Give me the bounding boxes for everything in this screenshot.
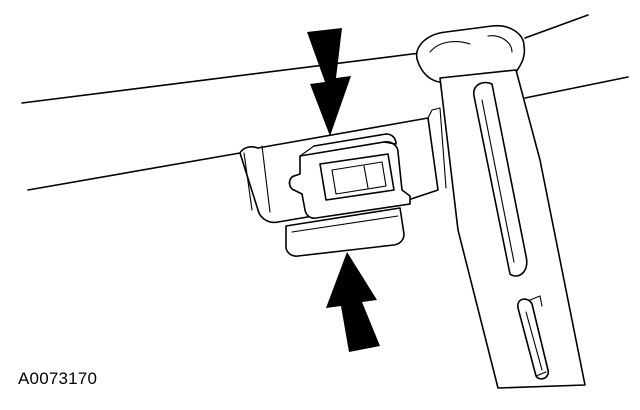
- figure-id-label: A0073170: [18, 369, 98, 388]
- connector-body: [288, 133, 411, 219]
- arrow-down: [307, 28, 351, 136]
- upper-beam: [21, 14, 629, 191]
- slotted-bracket: [415, 24, 586, 389]
- connector-lower: [285, 207, 405, 257]
- arrow-up: [326, 252, 380, 352]
